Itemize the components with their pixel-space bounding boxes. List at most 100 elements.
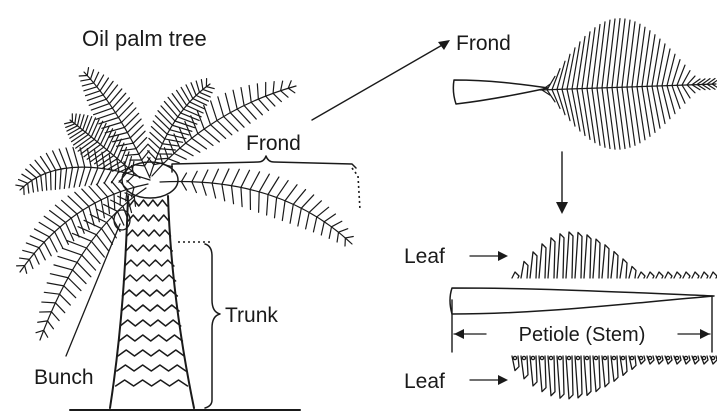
frond-leaflet xyxy=(118,196,129,201)
frond-leaflet xyxy=(47,321,53,329)
frond-leaflet xyxy=(112,93,125,108)
frond-leaflet xyxy=(150,132,162,143)
trunk-chevron xyxy=(116,380,188,386)
frond-detail-leaflet xyxy=(597,88,605,147)
frond-leaflet xyxy=(266,96,275,106)
bunch-label: Bunch xyxy=(34,366,94,389)
frond-leaflet xyxy=(186,143,200,152)
frond-leaflet xyxy=(67,241,86,248)
frond-leaflet xyxy=(41,175,43,190)
frond-detail-leaflet xyxy=(612,19,620,88)
frond-leaflet xyxy=(22,174,32,180)
trunk-chevron xyxy=(124,275,176,281)
frond-leaflet xyxy=(267,195,268,216)
frond-leaflet xyxy=(212,183,216,198)
leaf-leaflet xyxy=(539,356,546,392)
frond-leaflet xyxy=(192,171,197,181)
frond-leaflet xyxy=(331,221,341,227)
trunk-outline xyxy=(110,196,194,408)
frond-to-leaf-arrowhead xyxy=(556,202,568,214)
frond-leaflet xyxy=(38,321,48,322)
frond-leaflet xyxy=(96,235,108,251)
leaf-label-top: Leaf xyxy=(404,245,445,268)
frond-leaflet xyxy=(191,83,196,96)
trunk-chevron xyxy=(121,305,179,311)
trunk-chevron xyxy=(117,365,186,371)
title-label: Oil palm tree xyxy=(82,26,207,51)
frond-leaflet xyxy=(212,169,218,183)
frond-leaflet xyxy=(104,170,111,183)
frond-detail-leaflet xyxy=(577,89,585,136)
frond-detail-leaflet xyxy=(582,32,590,89)
frond-leaflet xyxy=(218,97,224,117)
frond-leaflet xyxy=(91,104,109,110)
frond-leaflet xyxy=(88,118,95,135)
frond-leaflet xyxy=(249,85,251,102)
frond-label-tree: Frond xyxy=(246,132,301,155)
frond-detail-leaflet xyxy=(592,24,600,88)
frond-leaflet xyxy=(23,250,34,253)
frond-leaflet xyxy=(66,222,74,240)
oil-palm-tree-illustration xyxy=(16,40,450,410)
frond-leaflet xyxy=(177,90,187,105)
frond-detail-leaflet xyxy=(557,61,565,89)
leaf-bottom-row xyxy=(512,356,717,399)
leaf-leaflet xyxy=(665,272,672,278)
frond-leaflet xyxy=(169,141,174,154)
trunk-chevron xyxy=(119,335,182,341)
leaf-base-dot xyxy=(603,356,606,359)
frond-leaflet xyxy=(60,169,61,189)
trunk-label: Trunk xyxy=(225,304,278,327)
frond-leaflet xyxy=(121,108,135,123)
leaf-leaflet xyxy=(629,266,636,278)
frond-leaflet xyxy=(87,68,88,76)
frond-leaflet xyxy=(87,248,101,264)
frond-leaflet xyxy=(87,95,103,101)
frond-leaflet xyxy=(282,201,285,221)
frond-leaflet xyxy=(165,139,183,142)
frond-leaflet xyxy=(91,119,99,137)
leaf-leaflet xyxy=(647,272,654,278)
frond-detail-leaflet xyxy=(567,48,575,89)
leaf-leaflet xyxy=(575,356,582,398)
frond-leaflet xyxy=(306,212,310,228)
frond-detail-leaflet xyxy=(607,19,615,88)
leaf-base-dot xyxy=(711,356,714,359)
frond-leaflet xyxy=(222,184,225,201)
leaf-base-dot xyxy=(666,356,669,359)
frond-leaflet xyxy=(174,153,186,159)
frond-leaflet xyxy=(85,167,91,185)
frond-leaflet xyxy=(77,214,84,233)
frond-leaflet xyxy=(241,88,244,106)
frond-leaflet xyxy=(268,177,279,194)
frond-leaflet xyxy=(313,217,316,232)
frond-leaflet xyxy=(81,79,91,81)
frond-leaflet xyxy=(44,292,59,294)
frond-leaflet xyxy=(309,201,321,213)
frond-leaflet xyxy=(339,229,348,233)
frond-leaflet xyxy=(135,165,145,166)
frond-leaflet xyxy=(139,144,148,154)
frond-leaflet xyxy=(298,208,301,226)
frond-leaflet xyxy=(290,204,293,223)
frond-leaflet xyxy=(73,135,88,145)
frond-leaflet xyxy=(65,122,73,124)
frond-leaflet xyxy=(72,132,86,141)
frond-leaflet xyxy=(79,76,87,77)
frond-leaflet xyxy=(20,258,30,259)
frond-leaflet xyxy=(55,232,63,248)
trunk-chevron xyxy=(122,290,177,296)
petiole-stem xyxy=(450,288,714,314)
frond-leaflet xyxy=(155,116,169,130)
trunk-chevron xyxy=(125,260,174,266)
frond-leaflet xyxy=(39,222,54,231)
frond-leaflet xyxy=(196,81,199,92)
frond-leaflet xyxy=(26,243,39,248)
frond-leaflet xyxy=(206,87,214,89)
frond-leaflet xyxy=(66,124,75,128)
frond-leaflet xyxy=(73,270,87,284)
leaf-top-row xyxy=(512,232,717,278)
frond-leaflet xyxy=(257,84,258,99)
frond-leaflet xyxy=(79,167,84,186)
frond-leaflet xyxy=(101,228,112,244)
